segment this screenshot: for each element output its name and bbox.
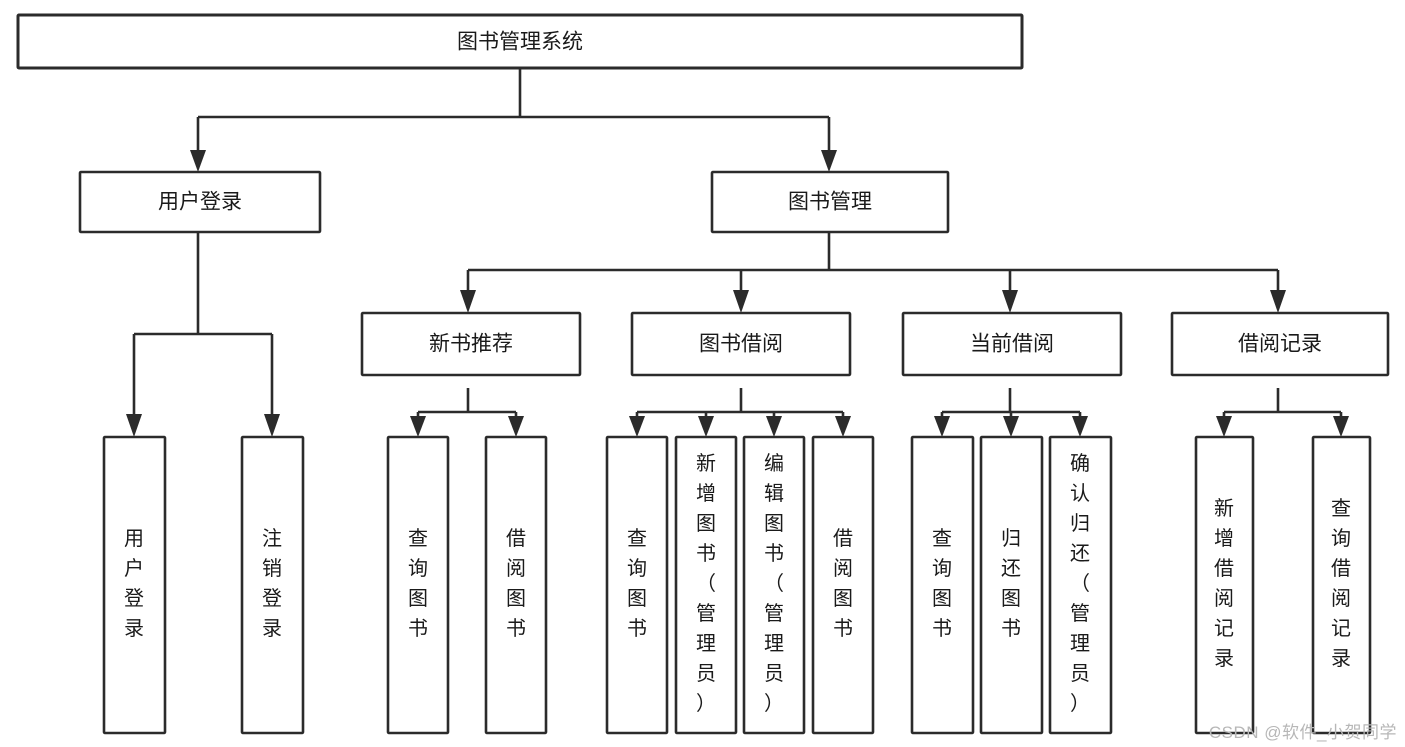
node-user-login[interactable]: 用户登录 — [78, 170, 322, 234]
arrow-head-book-management — [821, 150, 837, 172]
arrow-head-borrow-record — [1270, 290, 1286, 313]
arrow-head-leaf-add-borrow-record — [1216, 416, 1232, 437]
node-leaf-query-book-2-label: 查询图书 — [627, 527, 647, 640]
node-leaf-query-book-1-box[interactable] — [386, 435, 450, 735]
node-leaf-add-book-admin-label: 新增图书（管理员） — [696, 452, 716, 715]
connectors-group — [126, 68, 1349, 437]
arrow-head-current-borrow — [1002, 290, 1018, 313]
arrow-head-leaf-edit-book-admin — [766, 416, 782, 437]
node-leaf-add-borrow-record[interactable]: 新增借阅记录 — [1194, 435, 1255, 735]
node-new-book-recommend[interactable]: 新书推荐 — [360, 311, 582, 377]
arrow-head-leaf-borrow-book-1 — [508, 416, 524, 437]
node-leaf-return-book-box[interactable] — [979, 435, 1044, 735]
node-current-borrow[interactable]: 当前借阅 — [901, 311, 1123, 377]
node-leaf-add-book-admin-box[interactable] — [674, 435, 738, 735]
node-borrow-record[interactable]: 借阅记录 — [1170, 311, 1390, 377]
node-book-borrow[interactable]: 图书借阅 — [630, 311, 852, 377]
arrow-head-user-login — [190, 150, 206, 172]
node-leaf-confirm-return-admin[interactable]: 确认归还（管理员） — [1048, 435, 1113, 735]
node-leaf-borrow-book-2[interactable]: 借阅图书 — [811, 435, 875, 735]
csdn-watermark: CSDN @软件_小贺同学 — [1208, 723, 1397, 742]
node-root-box[interactable] — [16, 13, 1024, 70]
node-root[interactable]: 图书管理系统 — [16, 13, 1024, 70]
node-leaf-return-book-label: 归还图书 — [1001, 527, 1021, 640]
arrow-head-leaf-add-book-admin — [698, 416, 714, 437]
node-borrow-record-label: 借阅记录 — [1238, 333, 1322, 356]
node-user-login-label: 用户登录 — [158, 191, 242, 214]
node-new-book-recommend-label: 新书推荐 — [429, 333, 513, 356]
arrow-head-leaf-borrow-book-2 — [835, 416, 851, 437]
node-leaf-confirm-return-admin-label: 确认归还（管理员） — [1070, 452, 1090, 715]
arrow-head-book-borrow — [733, 290, 749, 313]
node-leaf-borrow-book-2-box[interactable] — [811, 435, 875, 735]
node-leaf-add-borrow-record-box[interactable] — [1194, 435, 1255, 735]
node-book-management[interactable]: 图书管理 — [710, 170, 950, 234]
node-leaf-logout-login[interactable]: 注销登录 — [240, 435, 305, 735]
node-leaf-add-borrow-record-label: 新增借阅记录 — [1214, 497, 1234, 670]
node-leaf-query-borrow-record[interactable]: 查询借阅记录 — [1311, 435, 1372, 735]
node-leaf-add-book-admin[interactable]: 新增图书（管理员） — [674, 435, 738, 735]
node-leaf-edit-book-admin-label: 编辑图书（管理员） — [764, 452, 784, 715]
arrow-head-leaf-confirm-return-admin — [1072, 416, 1088, 437]
arrow-head-leaf-query-borrow-record — [1333, 416, 1349, 437]
node-leaf-query-book-2-box[interactable] — [605, 435, 669, 735]
node-book-management-label: 图书管理 — [788, 191, 872, 214]
arrow-head-leaf-user-login — [126, 414, 142, 437]
node-current-borrow-label: 当前借阅 — [970, 333, 1054, 356]
node-leaf-query-book-1-label: 查询图书 — [408, 527, 428, 640]
node-leaf-borrow-book-1[interactable]: 借阅图书 — [484, 435, 548, 735]
arrow-head-leaf-query-book-1 — [410, 416, 426, 437]
node-leaf-user-login-label: 用户登录 — [124, 528, 144, 640]
arrow-head-leaf-query-book-2 — [629, 416, 645, 437]
node-leaf-query-book-1[interactable]: 查询图书 — [386, 435, 450, 735]
node-leaf-edit-book-admin-box[interactable] — [742, 435, 806, 735]
node-leaf-query-borrow-record-box[interactable] — [1311, 435, 1372, 735]
node-user-login-box[interactable] — [78, 170, 322, 234]
node-leaf-confirm-return-admin-box[interactable] — [1048, 435, 1113, 735]
node-leaf-query-book-2[interactable]: 查询图书 — [605, 435, 669, 735]
node-leaf-logout-login-label: 注销登录 — [262, 527, 282, 640]
node-book-management-box[interactable] — [710, 170, 950, 234]
node-new-book-recommend-box[interactable] — [360, 311, 582, 377]
node-borrow-record-box[interactable] — [1170, 311, 1390, 377]
node-root-label: 图书管理系统 — [457, 31, 583, 54]
node-leaf-query-borrow-record-label: 查询借阅记录 — [1331, 497, 1351, 670]
node-leaf-query-book-3-box[interactable] — [910, 435, 975, 735]
node-leaf-logout-login-box[interactable] — [240, 435, 305, 735]
node-book-borrow-label: 图书借阅 — [699, 333, 783, 356]
arrow-head-leaf-return-book — [1003, 416, 1019, 437]
node-leaf-borrow-book-1-label: 借阅图书 — [506, 527, 526, 640]
node-current-borrow-box[interactable] — [901, 311, 1123, 377]
node-leaf-borrow-book-2-label: 借阅图书 — [833, 527, 853, 640]
node-book-borrow-box[interactable] — [630, 311, 852, 377]
node-leaf-edit-book-admin[interactable]: 编辑图书（管理员） — [742, 435, 806, 735]
node-leaf-return-book[interactable]: 归还图书 — [979, 435, 1044, 735]
node-leaf-user-login[interactable]: 用户登录 — [102, 435, 167, 735]
arrow-head-new-book-recommend — [460, 290, 476, 313]
node-leaf-borrow-book-1-box[interactable] — [484, 435, 548, 735]
arrow-head-leaf-query-book-3 — [934, 416, 950, 437]
node-leaf-user-login-box[interactable] — [102, 435, 167, 735]
node-leaf-query-book-3-label: 查询图书 — [932, 527, 952, 640]
node-leaf-query-book-3[interactable]: 查询图书 — [910, 435, 975, 735]
arrow-head-leaf-logout-login — [264, 414, 280, 437]
